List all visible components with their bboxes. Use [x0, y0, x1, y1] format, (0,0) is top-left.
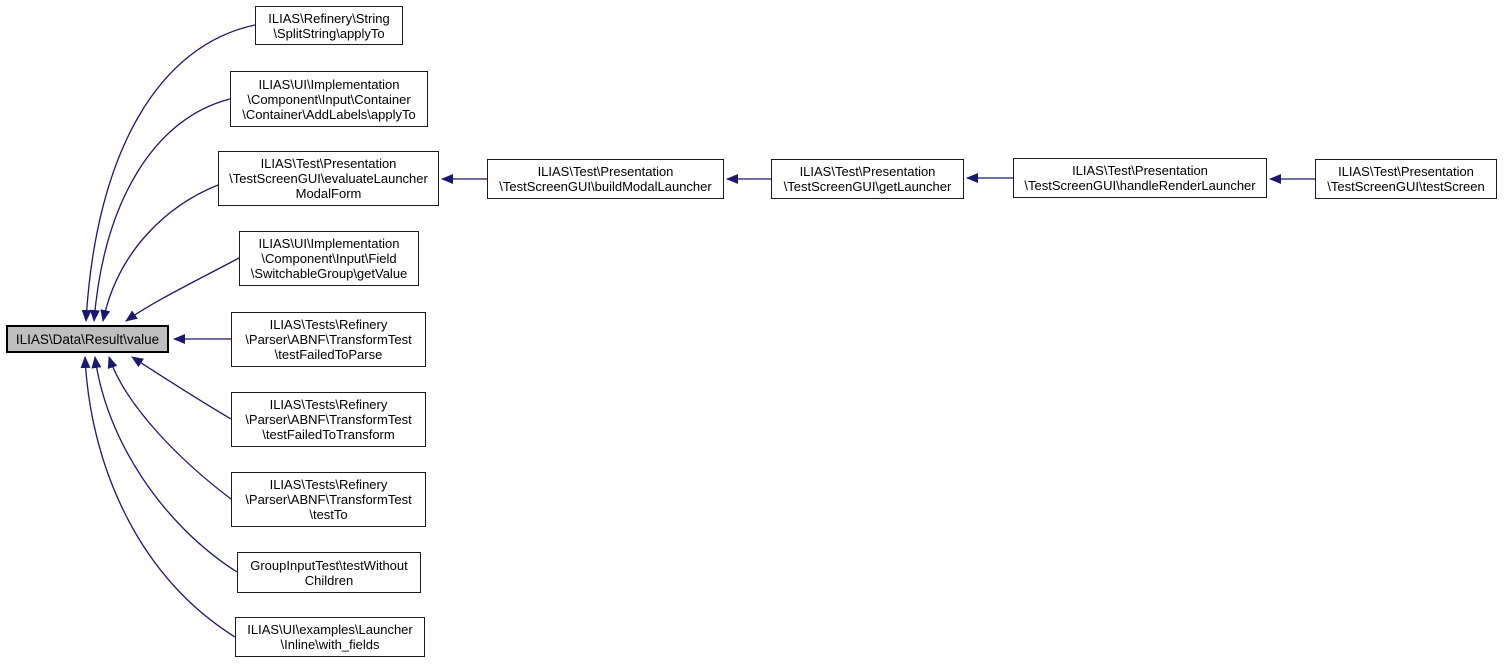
node-label: ILIAS\Tests\Refinery \Parser\ABNF\Transf…: [245, 477, 412, 522]
node-label: GroupInputTest\testWithout Children: [250, 557, 408, 588]
edge-splitstring-to-value: [81, 24, 256, 322]
edge-testwithoutchildren-to-value: [91, 356, 238, 573]
node-label: ILIAS\Test\Presentation \TestScreenGUI\g…: [783, 164, 952, 194]
edge-evaluatelauncher-to-value: [100, 184, 219, 322]
edge-testfailedtotransform-to-value: [131, 356, 232, 420]
node-testto[interactable]: ILIAS\Tests\Refinery \Parser\ABNF\Transf…: [231, 472, 426, 527]
node-label: ILIAS\Refinery\String \SplitString\apply…: [268, 10, 390, 41]
node-testfailedtoparse[interactable]: ILIAS\Tests\Refinery \Parser\ABNF\Transf…: [231, 312, 426, 367]
node-testwithoutchildren[interactable]: GroupInputTest\testWithout Children: [237, 552, 421, 593]
edge-addlabels-to-value: [89, 98, 231, 322]
node-testscreen[interactable]: ILIAS\Test\Presentation \TestScreenGUI\t…: [1315, 159, 1497, 199]
node-getlauncher[interactable]: ILIAS\Test\Presentation \TestScreenGUI\g…: [771, 159, 964, 199]
node-label: ILIAS\Tests\Refinery \Parser\ABNF\Transf…: [245, 397, 412, 442]
focus-node-label: ILIAS\Data\Result\value: [15, 331, 160, 347]
node-splitstring-applyto[interactable]: ILIAS\Refinery\String \SplitString\apply…: [255, 6, 403, 45]
node-label: ILIAS\Test\Presentation \TestScreenGUI\h…: [1024, 163, 1256, 193]
node-label: ILIAS\UI\examples\Launcher \Inline\with_…: [247, 622, 413, 652]
node-ilias-data-result-value: ILIAS\Data\Result\value: [6, 325, 169, 353]
node-buildmodallauncher[interactable]: ILIAS\Test\Presentation \TestScreenGUI\b…: [487, 159, 724, 199]
node-label: ILIAS\Test\Presentation \TestScreenGUI\t…: [1327, 164, 1485, 194]
node-addlabels-applyto[interactable]: ILIAS\UI\Implementation \Component\Input…: [230, 71, 428, 127]
edge-switchablegroup-to-value: [125, 257, 240, 322]
node-label: ILIAS\UI\Implementation \Component\Input…: [242, 76, 416, 122]
edge-testto-to-value: [107, 356, 232, 500]
node-label: ILIAS\UI\Implementation \Component\Input…: [250, 236, 408, 281]
node-evaluatelaunchermodalform[interactable]: ILIAS\Test\Presentation \TestScreenGUI\e…: [218, 151, 439, 206]
node-launcher-inline-with-fields[interactable]: ILIAS\UI\examples\Launcher \Inline\with_…: [235, 617, 425, 657]
node-testfailedtotransform[interactable]: ILIAS\Tests\Refinery \Parser\ABNF\Transf…: [231, 392, 426, 447]
node-handlerenderlauncher[interactable]: ILIAS\Test\Presentation \TestScreenGUI\h…: [1013, 158, 1267, 198]
node-label: ILIAS\Test\Presentation \TestScreenGUI\e…: [229, 156, 428, 201]
edge-withfields-to-value: [80, 356, 236, 638]
node-label: ILIAS\Test\Presentation \TestScreenGUI\b…: [499, 164, 712, 194]
node-label: ILIAS\Tests\Refinery \Parser\ABNF\Transf…: [245, 317, 412, 362]
node-switchablegroup-getvalue[interactable]: ILIAS\UI\Implementation \Component\Input…: [239, 231, 419, 286]
